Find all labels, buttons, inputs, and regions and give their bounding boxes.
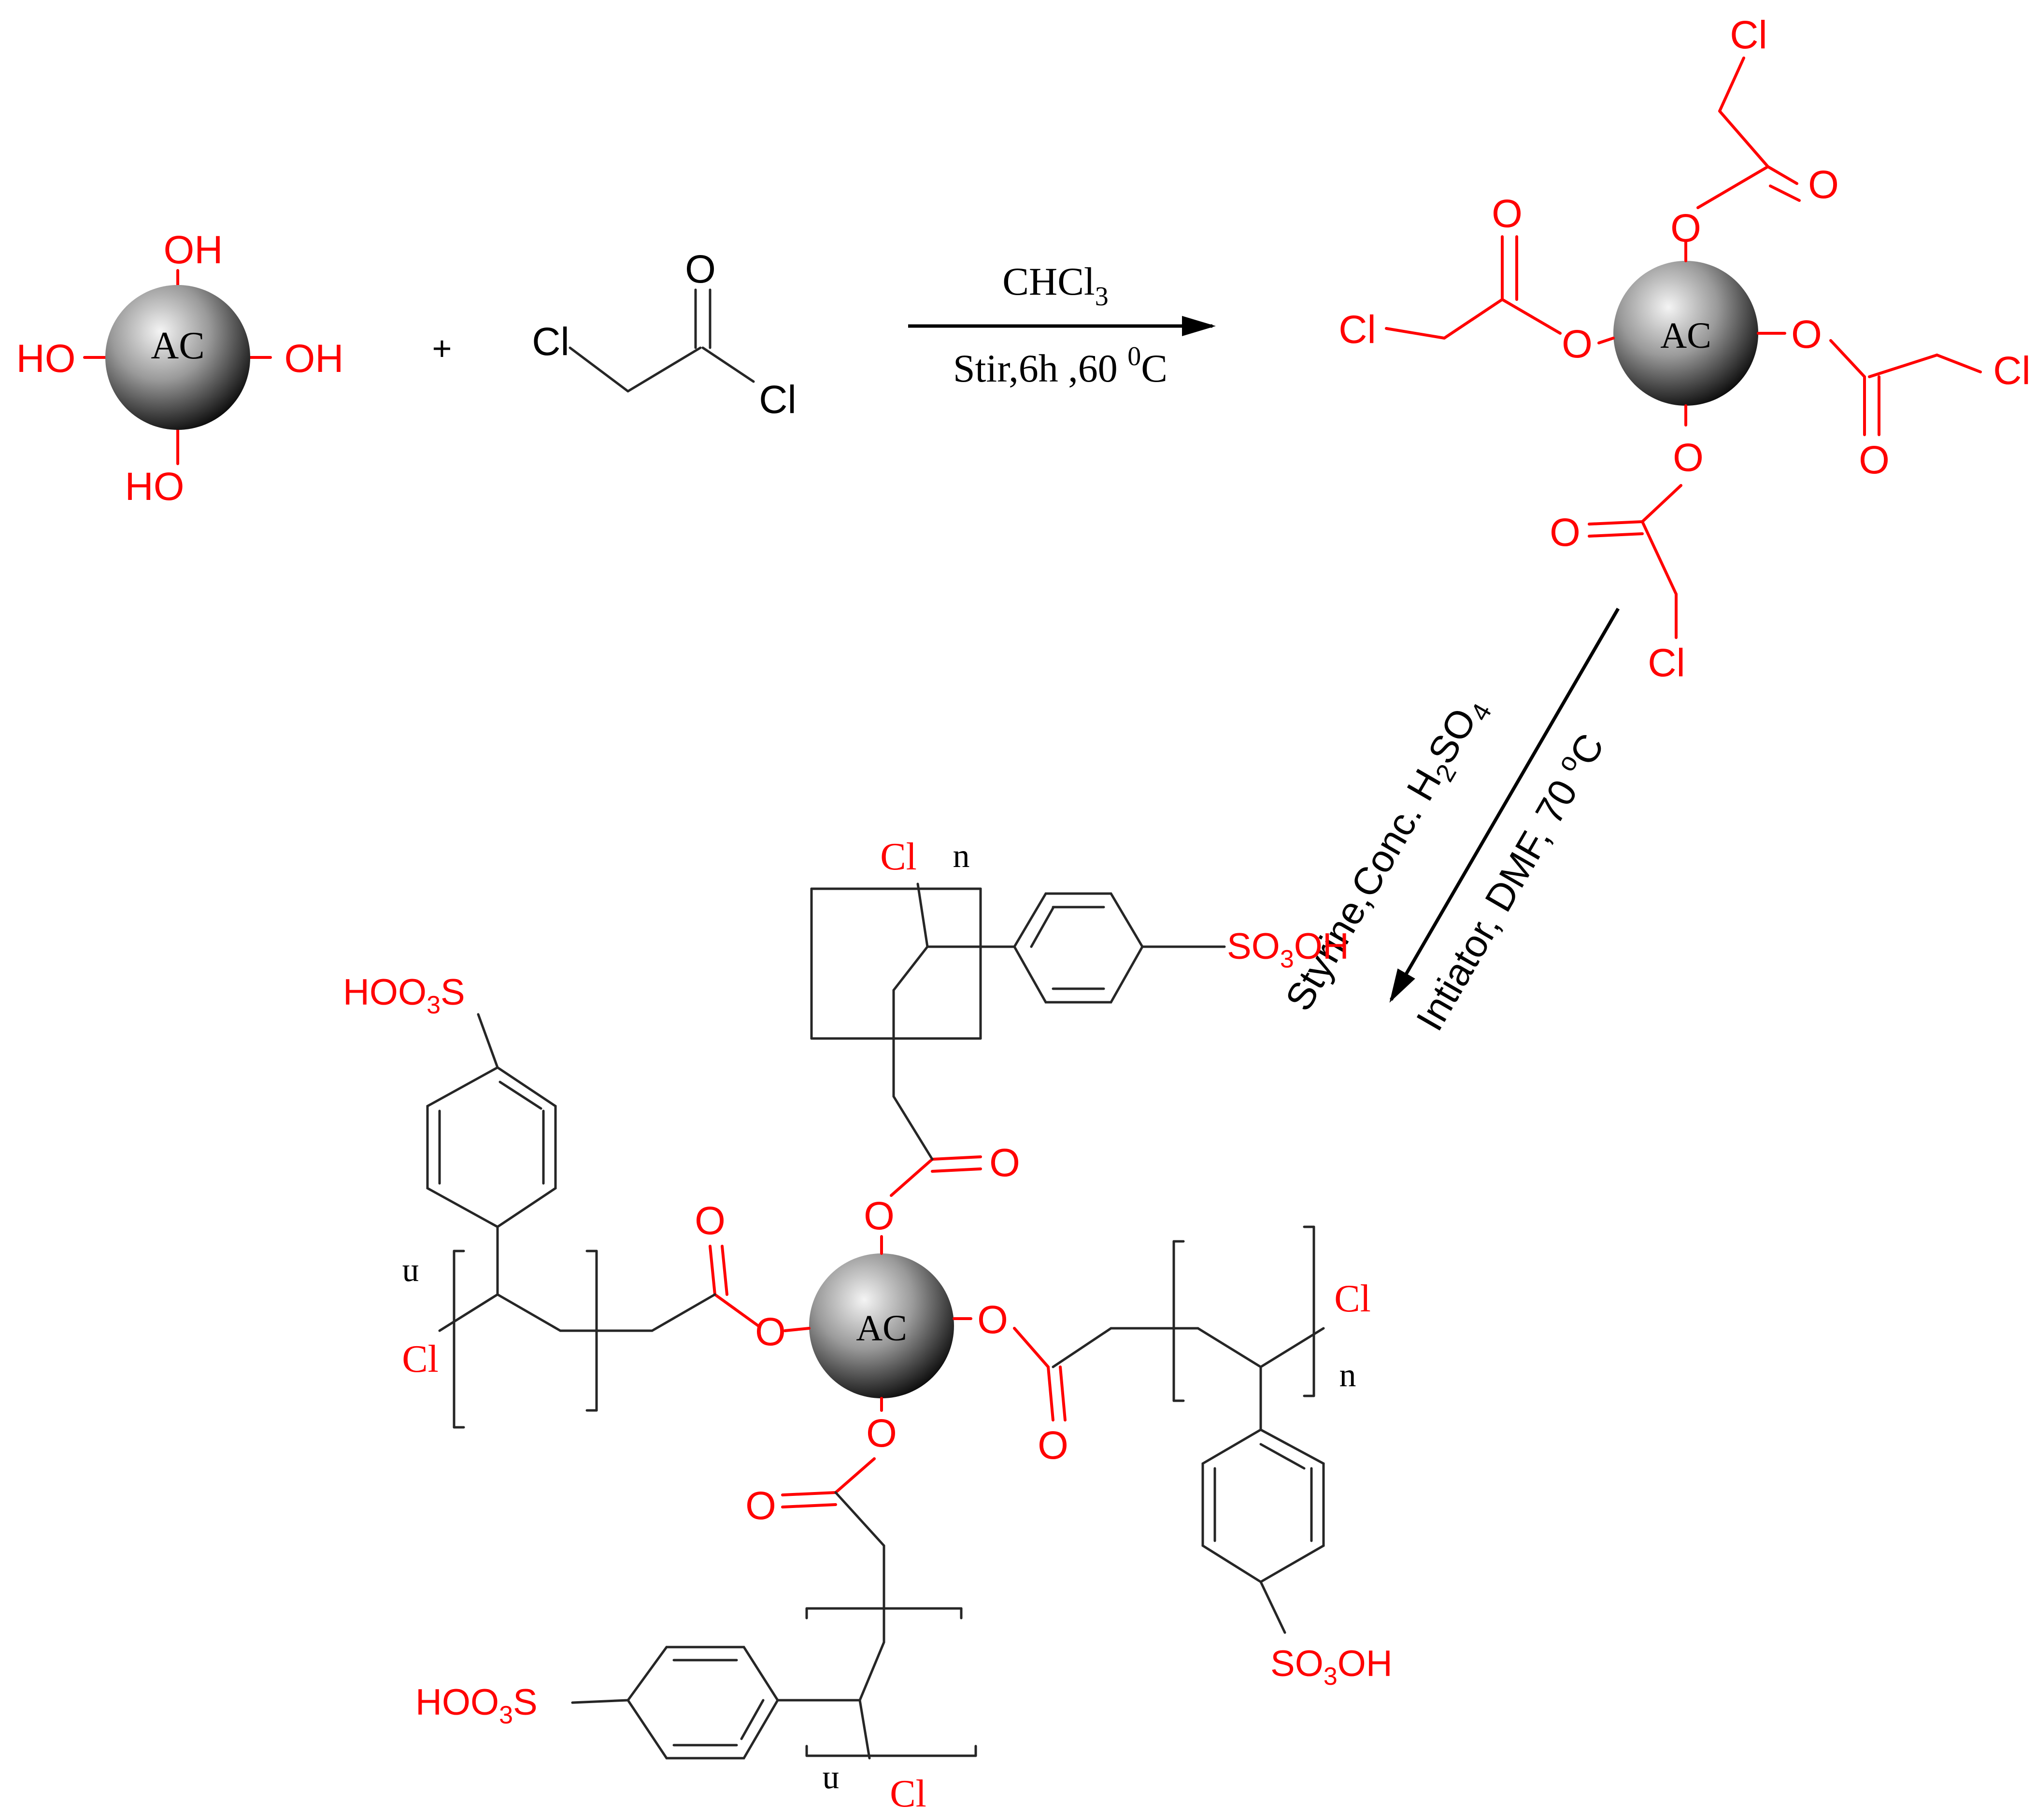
ester-oxygen-bottom: O bbox=[866, 1411, 897, 1455]
carbonyl-oxygen: O bbox=[1808, 163, 1839, 207]
step1-reagent: CHCl3 bbox=[1002, 259, 1108, 312]
chlorine-end-group: Cl bbox=[890, 1773, 926, 1815]
ester-oxygen-left: O bbox=[1562, 322, 1593, 366]
carbonyl-oxygen: O bbox=[1550, 511, 1580, 555]
hydroxyl-right: OH bbox=[285, 337, 344, 381]
carbonyl-oxygen: O bbox=[695, 1199, 726, 1243]
hydroxyl-left: HO bbox=[16, 337, 76, 381]
reaction-arrow-step2: Styrine,Conc. H2SO4 Intiator, DMF, 70 oC bbox=[1277, 608, 1620, 1038]
chlorine-label: Cl bbox=[1730, 13, 1767, 57]
repeat-unit-n: n bbox=[1339, 1357, 1356, 1394]
repeat-unit-n: n bbox=[402, 1258, 419, 1295]
chlorine-end-group: Cl bbox=[402, 1338, 439, 1380]
sulfonic-acid-left: HOO3S bbox=[343, 972, 465, 1019]
core-label: AC bbox=[1660, 315, 1711, 356]
chlorine-label: Cl bbox=[1338, 308, 1376, 352]
repeat-unit-n: n bbox=[953, 838, 970, 875]
chlorine-label: Cl bbox=[1993, 349, 2030, 393]
hydroxyl-bottom: HO bbox=[125, 465, 185, 509]
step1-conditions: Stir,6h ,60 0C bbox=[953, 341, 1167, 390]
core-label: AC bbox=[856, 1308, 907, 1349]
acyl-chlorine-label: Cl bbox=[759, 378, 796, 422]
hydroxyl-top: OH bbox=[164, 228, 223, 272]
sulfonic-acid-top: SO3OH bbox=[1227, 926, 1349, 973]
sulfonic-acid-right: SO3OH bbox=[1270, 1643, 1393, 1691]
ester-oxygen-right: O bbox=[1791, 313, 1822, 356]
carbonyl-oxygen: O bbox=[989, 1141, 1020, 1185]
chlorine-end-group: Cl bbox=[1334, 1278, 1371, 1320]
ester-oxygen-top: O bbox=[864, 1194, 895, 1238]
chlorine-label: Cl bbox=[1648, 641, 1685, 685]
reaction-arrow-step1: CHCl3 Stir,6h ,60 0C bbox=[908, 259, 1216, 390]
carbonyl-oxygen: O bbox=[1038, 1423, 1068, 1467]
product-sulfonated-polymer: AC O O Cl n SO3OH O bbox=[343, 836, 1393, 1815]
ester-oxygen-bottom: O bbox=[1673, 436, 1704, 480]
ester-oxygen-left: O bbox=[755, 1310, 786, 1354]
ester-oxygen-top: O bbox=[1670, 206, 1701, 250]
sulfonic-acid-bottom: HOO3S bbox=[415, 1682, 538, 1729]
carbonyl-oxygen: O bbox=[685, 247, 716, 291]
chloroacetyl-chloride: O Cl Cl bbox=[532, 247, 796, 422]
plus-sign: + bbox=[432, 329, 452, 367]
core-label: AC bbox=[151, 325, 204, 367]
carbonyl-oxygen: O bbox=[1492, 192, 1523, 236]
chlorine-label: Cl bbox=[532, 320, 569, 364]
carbonyl-oxygen: O bbox=[745, 1484, 776, 1528]
chlorine-end-group: Cl bbox=[880, 836, 917, 878]
ester-oxygen-right: O bbox=[977, 1298, 1008, 1342]
reactant-ac-hydroxyl: AC OH HO OH HO bbox=[16, 228, 344, 509]
repeat-unit-n: n bbox=[823, 1765, 840, 1802]
intermediate-chloroacetyl-ester: AC O O Cl O O Cl O O Cl O bbox=[1338, 13, 2030, 685]
carbonyl-oxygen: O bbox=[1859, 438, 1890, 482]
